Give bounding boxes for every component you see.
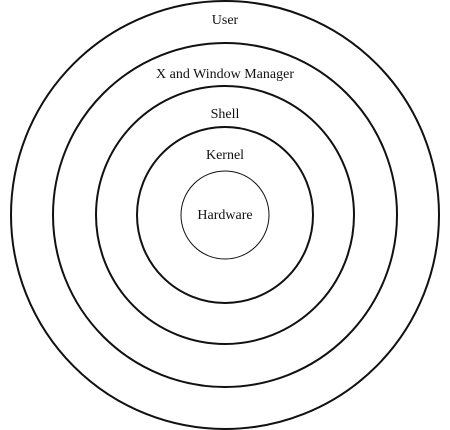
- hardware-circle: [180, 170, 270, 260]
- hardware-label: Hardware: [197, 208, 252, 223]
- user-ring: [10, 0, 440, 430]
- user-label: User: [212, 13, 239, 28]
- x-window-manager-label: X and Window Manager: [156, 67, 294, 82]
- shell-ring: [95, 85, 355, 345]
- shell-label: Shell: [211, 107, 240, 122]
- x-window-manager-ring: [52, 42, 398, 388]
- kernel-label: Kernel: [206, 148, 244, 163]
- kernel-ring: [136, 126, 314, 304]
